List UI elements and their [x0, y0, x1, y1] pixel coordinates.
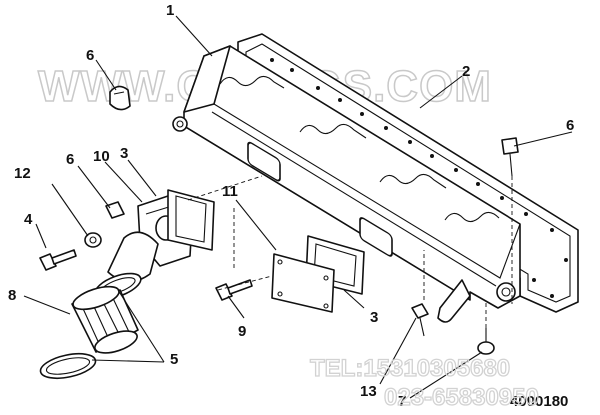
- screw-7: [477, 328, 495, 355]
- callout-5: 5: [170, 351, 178, 368]
- plug-cap-top: [109, 85, 131, 111]
- contact-tel: TEL:15310305680: [310, 355, 510, 382]
- callout-6-mid: 6: [66, 151, 74, 168]
- callout-7: 7: [398, 393, 406, 410]
- contact-phone: 023-65830950: [384, 384, 539, 411]
- figure-code: 4000180: [510, 393, 568, 410]
- bolt-right: [501, 137, 519, 177]
- elbow-gasket: [167, 189, 215, 251]
- callout-12: 12: [14, 165, 31, 182]
- callout-3-right: 3: [370, 309, 378, 326]
- plug-small: [105, 201, 125, 219]
- screw-13: [411, 303, 429, 337]
- callout-11: 11: [222, 183, 238, 200]
- callout-9: 9: [238, 323, 246, 340]
- cover-plate: [271, 253, 335, 313]
- manifold-body: [172, 45, 521, 323]
- washer: [84, 232, 102, 248]
- callout-6-top: 6: [86, 47, 94, 64]
- callout-3-left: 3: [120, 145, 128, 162]
- hose: [71, 285, 139, 354]
- callout-4: 4: [24, 211, 33, 228]
- callout-10: 10: [93, 148, 110, 165]
- callout-13: 13: [360, 383, 377, 400]
- callout-2: 2: [462, 63, 470, 80]
- hose-clamp-lower: [39, 352, 97, 380]
- callout-6-right: 6: [566, 117, 574, 134]
- capscrew-left: [39, 249, 77, 271]
- callout-8: 8: [8, 287, 16, 304]
- callout-1: 1: [166, 2, 174, 19]
